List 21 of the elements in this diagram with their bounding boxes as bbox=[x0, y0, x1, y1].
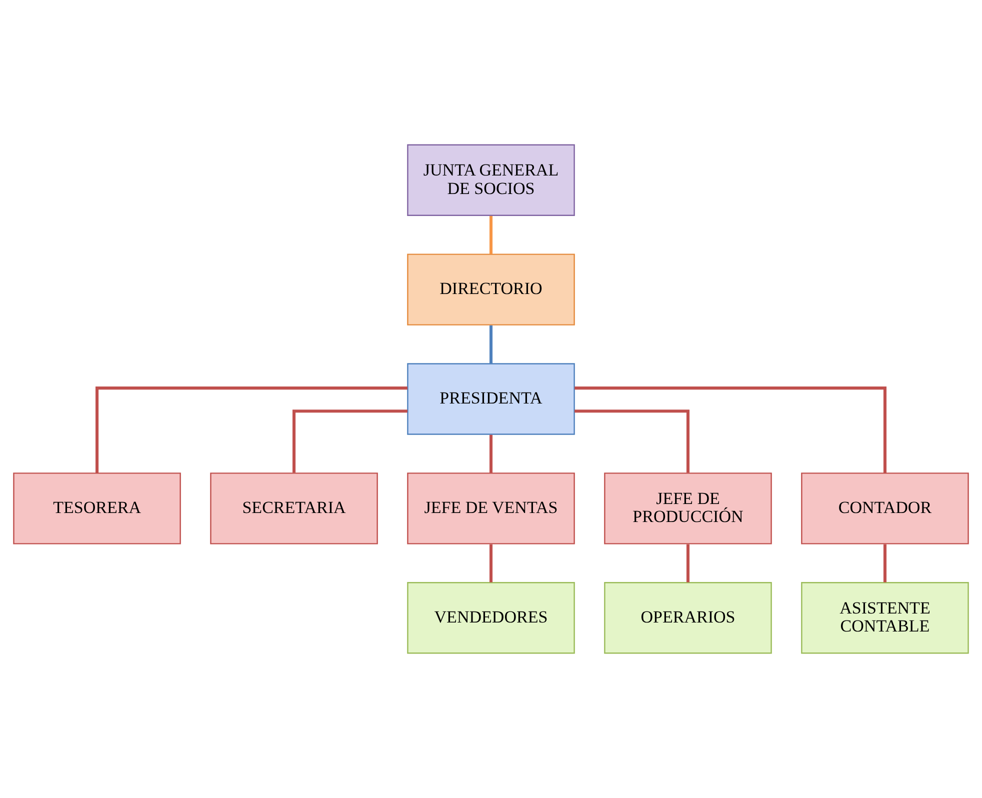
node-box: CONTADOR bbox=[801, 472, 969, 544]
connector bbox=[96, 386, 408, 473]
connector bbox=[574, 386, 886, 473]
connector bbox=[489, 544, 493, 582]
node-box: PRESIDENTA bbox=[407, 363, 575, 435]
node-box: VENDEDORES bbox=[407, 582, 575, 654]
node-box: ASISTENTE CONTABLE bbox=[801, 582, 969, 654]
connector bbox=[686, 544, 690, 582]
node-box: JEFE DE VENTAS bbox=[407, 472, 575, 544]
connector bbox=[489, 434, 493, 473]
node-box: JUNTA GENERAL DE SOCIOS bbox=[407, 144, 575, 216]
connector bbox=[574, 410, 690, 473]
node-box: DIRECTORIO bbox=[407, 254, 575, 326]
connector bbox=[489, 216, 493, 254]
node-box: JEFE DE PRODUCCIÓN bbox=[604, 472, 772, 544]
connector bbox=[883, 544, 886, 582]
node-box: SECRETARIA bbox=[210, 472, 378, 544]
node-box: OPERARIOS bbox=[604, 582, 772, 654]
node-box: TESORERA bbox=[13, 472, 181, 544]
connector bbox=[489, 325, 493, 364]
connector bbox=[292, 410, 408, 473]
